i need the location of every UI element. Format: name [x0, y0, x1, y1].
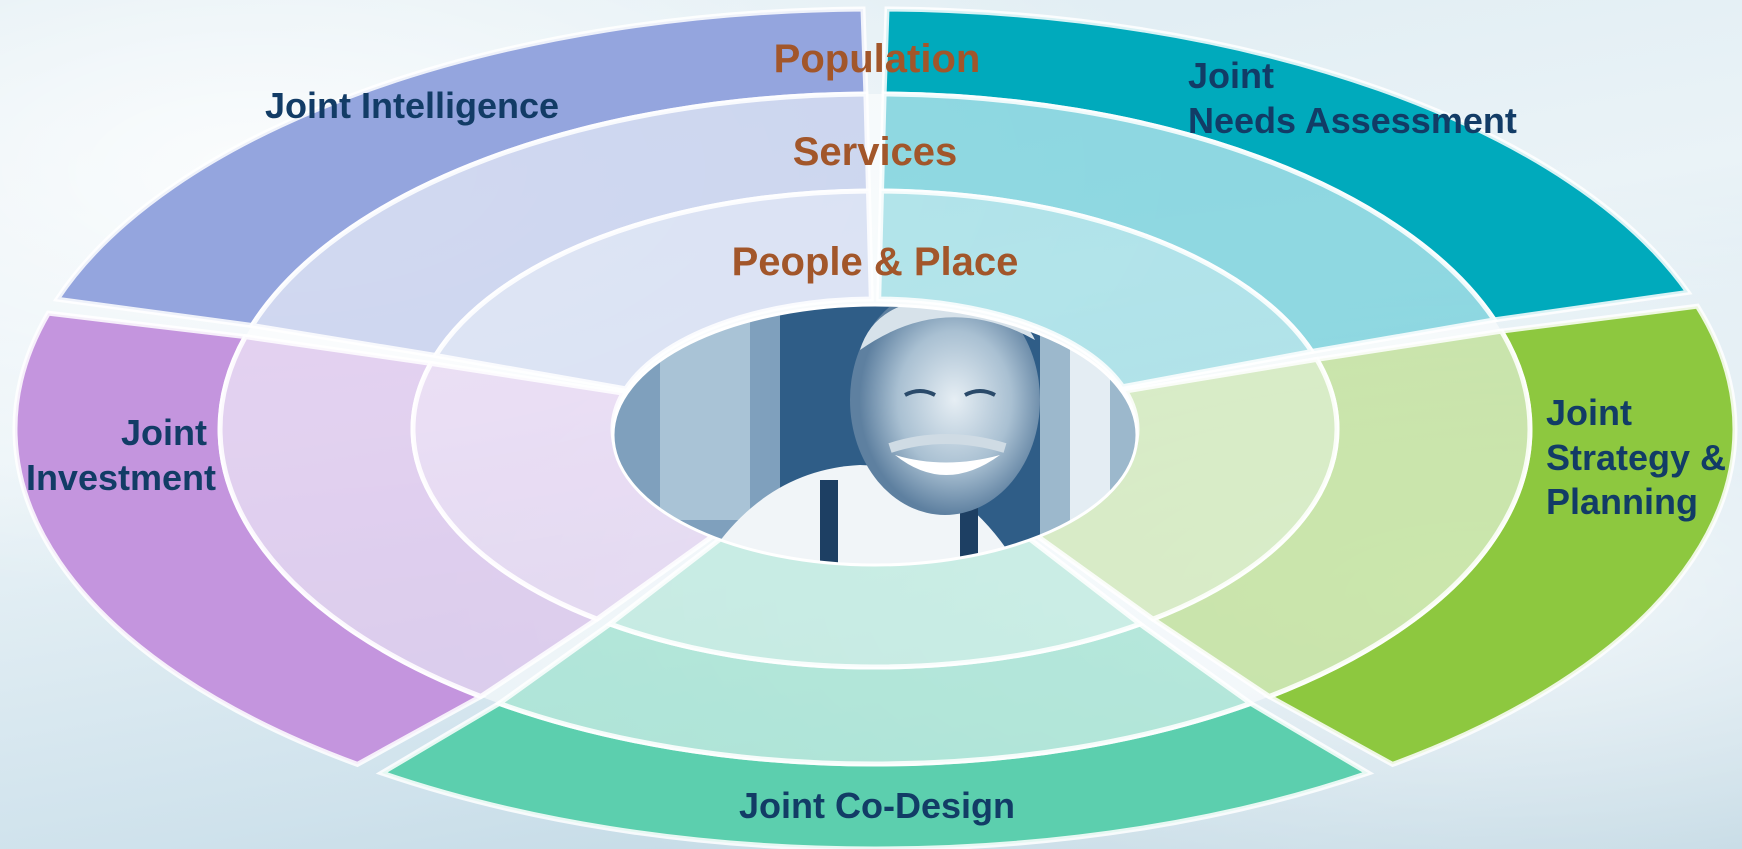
segment-label-joint-intelligence: Joint Intelligence — [265, 85, 559, 126]
ring-label-population: Population — [774, 37, 981, 81]
segment-label-joint-investment-line2: Investment — [26, 457, 216, 498]
ring-label-services: Services — [793, 130, 958, 174]
segment-joint-needs-assessment-people-place-band — [876, 188, 1316, 390]
segment-label-joint-investment-line1: Joint — [121, 412, 207, 453]
segment-joint-intelligence-people-place-band — [431, 188, 874, 392]
segment-label-joint-needs-line1: Joint — [1188, 55, 1274, 96]
segment-label-joint-codesign: Joint Co-Design — [739, 785, 1015, 826]
segment-label-joint-strategy-line3: Planning — [1546, 481, 1698, 522]
segment-label-joint-needs-line2: Needs Assessment — [1188, 100, 1517, 141]
ring-label-people-place: People & Place — [732, 240, 1019, 284]
segment-label-joint-strategy-line1: Joint — [1546, 392, 1632, 433]
center-photo — [613, 305, 1137, 565]
segment-label-joint-strategy-line2: Strategy & — [1546, 437, 1726, 478]
